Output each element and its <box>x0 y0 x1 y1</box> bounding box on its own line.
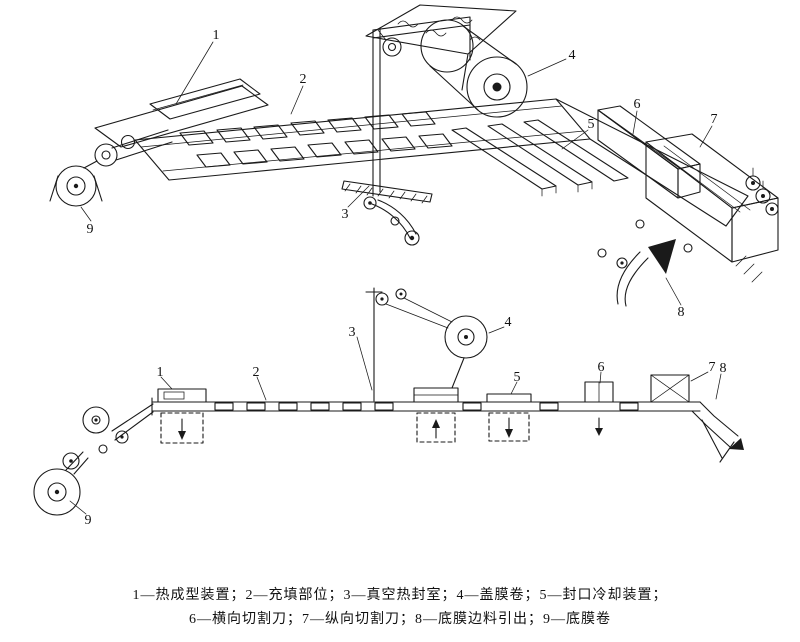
callout-side-4: 4 <box>505 315 512 330</box>
discharge-chute-side <box>691 401 744 463</box>
callout-side-5: 5 <box>514 370 521 385</box>
cross-cutter-side <box>584 381 614 436</box>
bottom-film-reel-side <box>33 403 154 516</box>
callout-iso-5: 5 <box>588 117 595 132</box>
leader-lines-iso <box>80 41 713 306</box>
machine-diagram: 1 2 3 4 5 6 7 8 9 <box>33 4 779 528</box>
callout-side-6: 6 <box>598 360 605 375</box>
callout-iso-4: 4 <box>569 48 576 63</box>
callout-iso-9: 9 <box>87 222 94 237</box>
callout-side-8: 8 <box>720 361 727 376</box>
callout-side-9: 9 <box>85 513 92 528</box>
sealing-cooling-station-iso <box>451 119 629 197</box>
callout-iso-2: 2 <box>300 72 307 87</box>
bottom-film-reel-iso <box>49 129 173 207</box>
conveyor-bed-iso <box>134 98 749 253</box>
tray-pockets <box>179 111 453 168</box>
callout-side-1: 1 <box>157 365 164 380</box>
vacuum-chamber-side <box>413 387 459 443</box>
cover-film-roll-iso <box>377 19 528 118</box>
callout-iso-3: 3 <box>342 207 349 222</box>
vacuum-chamber-frame-iso <box>365 4 517 197</box>
forming-station-side <box>157 388 207 444</box>
caption-line-1: 1—热成型装置；2—充填部位；3—真空热封室；4—盖膜卷；5—封口冷却装置； <box>132 588 668 603</box>
cover-film-roll-side <box>365 287 488 402</box>
callout-iso-7: 7 <box>711 112 718 127</box>
callout-side-7: 7 <box>709 360 716 375</box>
edge-trim-takeout-iso <box>597 239 676 307</box>
schematic-view: 1 2 3 4 5 6 7 8 9 <box>33 287 744 528</box>
caption-line-2: 6—横向切割刀；7—纵向切割刀；8—底膜边料引出；9—底膜卷 <box>189 612 611 627</box>
leader-lines-side <box>69 326 722 515</box>
callout-side-3: 3 <box>349 325 356 340</box>
chain-drive-iso <box>341 180 433 246</box>
longitudinal-cutter-side <box>650 374 690 403</box>
callout-iso-6: 6 <box>634 97 641 112</box>
callout-side-2: 2 <box>253 365 260 380</box>
longitudinal-cutter-iso <box>645 133 779 283</box>
cross-cutter-iso <box>597 105 701 199</box>
forming-station-iso <box>94 78 269 148</box>
callout-iso-8: 8 <box>678 305 685 320</box>
cooling-station-side <box>486 393 532 442</box>
callout-iso-1: 1 <box>213 28 220 43</box>
isometric-view: 1 2 3 4 5 6 7 8 9 <box>49 4 779 320</box>
